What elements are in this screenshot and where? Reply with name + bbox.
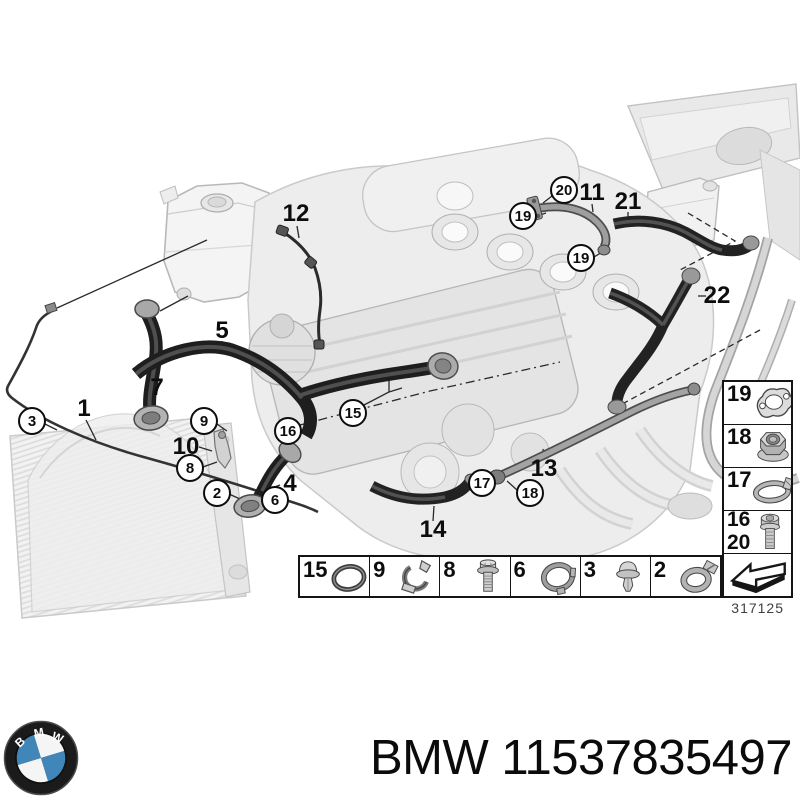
callout-11: 11 [579,179,605,206]
bracket-part [213,428,232,470]
legend-number: 9 [373,557,386,582]
logo-letter-m: M [33,725,46,741]
pipe-clamp-icon [401,559,432,594]
legend-number: 20 [727,531,751,554]
expanding-rivet-icon [615,560,640,592]
vent-pipe-12 [275,224,325,350]
callout-2-circled: 2 [203,479,231,507]
fasteners-legend-strip: 15 9 8 [298,555,722,598]
legend-cell-15: 15 [300,557,371,596]
legend-cell-18: 18 [724,425,791,468]
callout-18-circled: 18 [516,479,544,507]
legend-cell-8: 8 [440,557,511,596]
legend-number: 8 [443,557,456,582]
legend-number: 3 [583,557,596,582]
engine-ghost-art [9,83,800,619]
callout-22: 22 [703,282,731,309]
legend-numbers: 16 20 [727,511,751,554]
legend-cell-19: 19 [724,382,791,425]
callout-13: 13 [530,455,558,482]
hose-clamp-icon [680,559,719,593]
legend-number: 17 [727,468,752,492]
cooling-system-diagram [5,83,800,619]
legend-number: 15 [303,557,328,582]
coolant-hoses [5,195,760,518]
callout-21: 21 [614,188,642,215]
legend-cell-9: 9 [370,557,441,596]
hose-21 [612,215,760,257]
callout-5: 5 [215,317,229,344]
callout-8-circled: 8 [176,454,204,482]
fasteners-legend-column: 19 18 17 [722,380,793,598]
callout-19-circled-top: 19 [509,202,537,230]
hose-22 [607,267,701,415]
legend-cell-16-20: 16 20 [724,511,791,554]
callout-12: 12 [282,200,310,227]
legend-number: 19 [727,382,752,406]
legend-number: 16 [727,511,751,532]
legend-cell-2: 2 [651,557,720,596]
callout-1: 1 [77,395,91,422]
callout-20-circled: 20 [550,176,578,204]
callout-4: 4 [283,470,297,497]
legend-cell-arrow [724,554,791,596]
socket-screw-icon [760,513,781,549]
callout-15-circled: 15 [339,399,367,427]
profile-clamp-icon [540,561,576,595]
part-number-text: BMW 11537835497 [370,731,793,785]
callout-16-circled: 16 [274,417,302,445]
legend-cell-6: 6 [511,557,581,596]
gasket-icon [757,387,791,418]
callout-14: 14 [419,516,447,543]
callout-9-circled: 9 [190,407,218,435]
radiator-hose-5 [131,340,459,440]
band-clamp-icon [753,476,791,504]
callout-19-circled-mid: 19 [567,244,595,272]
hex-bolt-icon [476,558,499,592]
coolant-pipe-11 [526,195,611,256]
callout-3-circled: 3 [18,407,46,435]
callout-7: 7 [150,374,164,401]
air-filter-housing [627,83,800,261]
bmw-logo-icon: B M W [3,720,79,796]
legend-cell-17: 17 [724,468,791,511]
direction-arrow-icon [729,561,786,594]
callout-6-circled: 6 [261,486,289,514]
o-ring-icon [331,563,367,592]
flange-nut-icon [757,432,790,462]
legend-cell-3: 3 [581,557,651,596]
radiator [9,413,251,619]
legend-number: 18 [727,425,752,449]
drawing-number: 317125 [731,600,784,616]
hose-4 [233,440,302,518]
legend-number: 6 [513,557,526,582]
legend-number: 2 [653,557,667,582]
callout-17-circled: 17 [468,469,496,497]
